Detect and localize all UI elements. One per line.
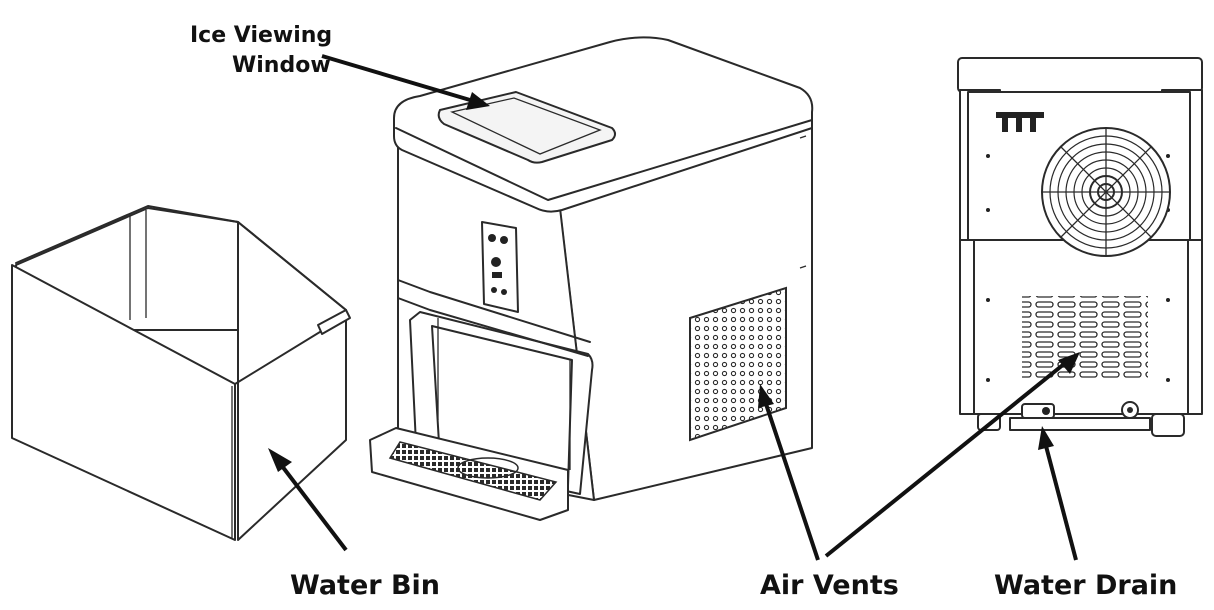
air-vent-slots-back [1022, 296, 1148, 380]
callout-arrows [268, 54, 1080, 561]
water-bin-illustration [11, 205, 351, 541]
control-panel [481, 221, 519, 313]
label-water-drain: Water Drain [994, 570, 1177, 601]
drip-tray [369, 427, 569, 521]
arrow-ice-viewing-window [321, 54, 471, 102]
drain-knob [1121, 401, 1139, 419]
label-water-bin: Water Bin [290, 570, 440, 601]
arrow-water-bin [280, 464, 348, 552]
label-ice-viewing-window-line2: Window [232, 53, 331, 78]
ice-viewing-window [437, 91, 616, 164]
arrow-water-drain [1044, 445, 1078, 561]
arrow-air-vents-back [824, 362, 1066, 558]
label-air-vents: Air Vents [760, 570, 899, 601]
callout-labels: Ice Viewing Window Water Bin Air Vents W… [190, 23, 1177, 601]
arrow-air-vents-front [764, 403, 820, 561]
hose-fitting [996, 112, 1044, 132]
ice-maker-front-illustration [369, 36, 814, 521]
water-drain-plug [1021, 403, 1055, 419]
ice-maker-back-illustration [957, 57, 1203, 437]
label-ice-viewing-window-line1: Ice Viewing [190, 23, 332, 48]
fan-icon [1041, 127, 1171, 257]
